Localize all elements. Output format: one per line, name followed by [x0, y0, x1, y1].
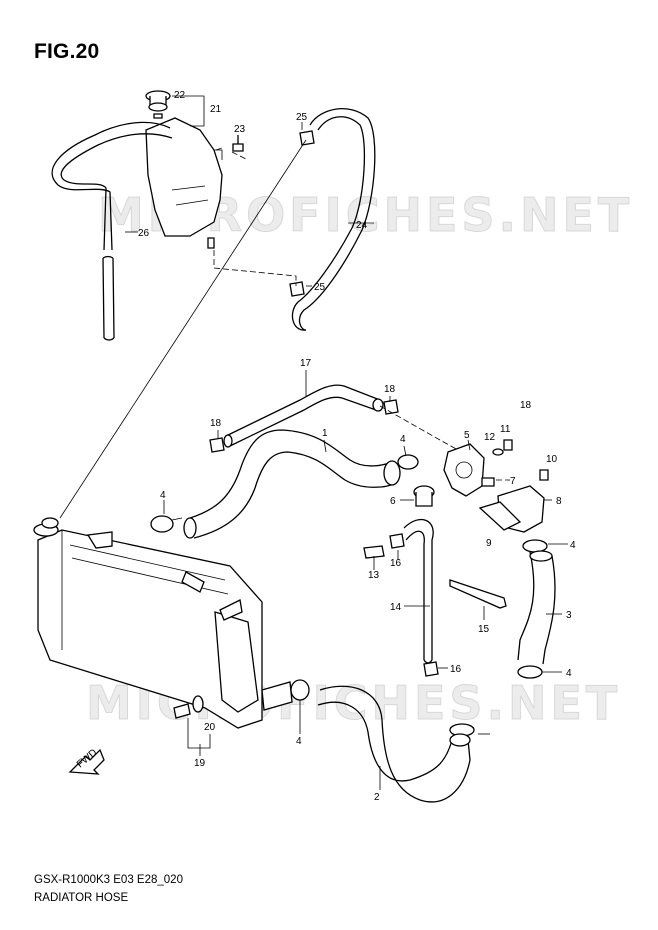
callout-7: 7	[510, 476, 516, 487]
callout-21: 21	[210, 104, 222, 115]
air-bleed-hose	[403, 518, 434, 664]
callout-17: 17	[300, 358, 312, 369]
callout-16: 16	[450, 664, 462, 675]
callout-5: 5	[464, 430, 470, 441]
o-ring	[478, 501, 522, 531]
callout-13: 13	[368, 570, 380, 581]
callout-12: 12	[484, 432, 496, 443]
callout-8: 8	[556, 496, 562, 507]
model-code: GSX-R1000K3 E03 E28_020	[34, 874, 183, 886]
callout-11: 11	[500, 424, 511, 435]
callout-4: 4	[570, 540, 576, 551]
overflow-hose	[51, 121, 173, 341]
callout-19: 19	[194, 758, 206, 769]
radiator-outlet-hose	[517, 550, 556, 665]
callout-18: 18	[384, 384, 396, 395]
leader-radiator-to-tank	[59, 139, 307, 519]
callout-10: 10	[546, 454, 558, 465]
reservoir-tank	[145, 117, 223, 249]
thermostat-cover	[443, 443, 485, 497]
radiator-inlet-hose	[183, 429, 401, 539]
callout-2: 2	[374, 792, 380, 803]
clamp-25-lower	[289, 281, 305, 297]
callout-20: 20	[204, 722, 216, 733]
callout-26: 26	[138, 228, 150, 239]
radiator-top-bracket	[86, 531, 113, 549]
reservoir-cap	[145, 90, 171, 112]
reservoir-hose	[291, 108, 376, 331]
callout-1: 1	[322, 428, 328, 439]
clamp-strip	[449, 579, 507, 609]
washer-12	[492, 448, 504, 456]
callout-24: 24	[356, 220, 368, 231]
callout-4: 4	[566, 668, 572, 679]
water-pump-hose	[317, 685, 471, 803]
hose-clamp	[290, 679, 310, 701]
callout-4: 4	[400, 434, 406, 445]
callout-9: 9	[486, 538, 492, 549]
callout-labels: 1 2 3 4 4 4 4 4 5 6 7 8 9 10 11 12 13 14…	[138, 90, 576, 803]
bypass-hose	[223, 384, 384, 448]
figure-title: FIG.20	[34, 40, 100, 63]
bolt-13	[363, 545, 385, 559]
callout-18: 18	[210, 418, 222, 429]
radiator-outlet-pipe	[261, 681, 293, 711]
drain-bolt	[173, 703, 191, 719]
radiator	[37, 529, 263, 729]
callout-23: 23	[234, 124, 246, 135]
callout-3: 3	[566, 610, 572, 621]
fwd-direction-arrow: FWD	[68, 747, 105, 775]
clamp-18-left	[209, 437, 225, 453]
hose-clamp	[517, 665, 543, 679]
clamp-18-right	[383, 399, 399, 415]
reservoir-cap-gasket	[153, 113, 163, 119]
hose-clamp	[150, 515, 183, 533]
diagram-title: RADIATOR HOSE	[34, 892, 129, 904]
drain-gasket	[192, 695, 204, 713]
radiator-cap	[33, 517, 59, 537]
clamp-16-upper	[389, 533, 405, 549]
bolt-23	[232, 135, 244, 152]
bolt-7	[481, 477, 495, 487]
callout-16: 16	[390, 558, 402, 569]
callout-6: 6	[390, 496, 396, 507]
bolt-10	[539, 469, 549, 481]
callout-25: 25	[296, 112, 308, 123]
clamp-16-lower	[423, 661, 439, 677]
hose-clamp	[397, 454, 419, 470]
clamp-25-upper	[299, 130, 315, 146]
bolt-11	[503, 439, 513, 451]
callout-25: 25	[314, 282, 326, 293]
callout-22: 22	[174, 90, 186, 101]
callout-15: 15	[478, 624, 490, 635]
callout-4: 4	[296, 736, 302, 747]
callout-14: 14	[390, 602, 402, 613]
hose-clamp	[522, 539, 548, 553]
callout-18: 18	[520, 400, 532, 411]
thermostat	[413, 485, 435, 507]
callout-4: 4	[160, 490, 166, 501]
